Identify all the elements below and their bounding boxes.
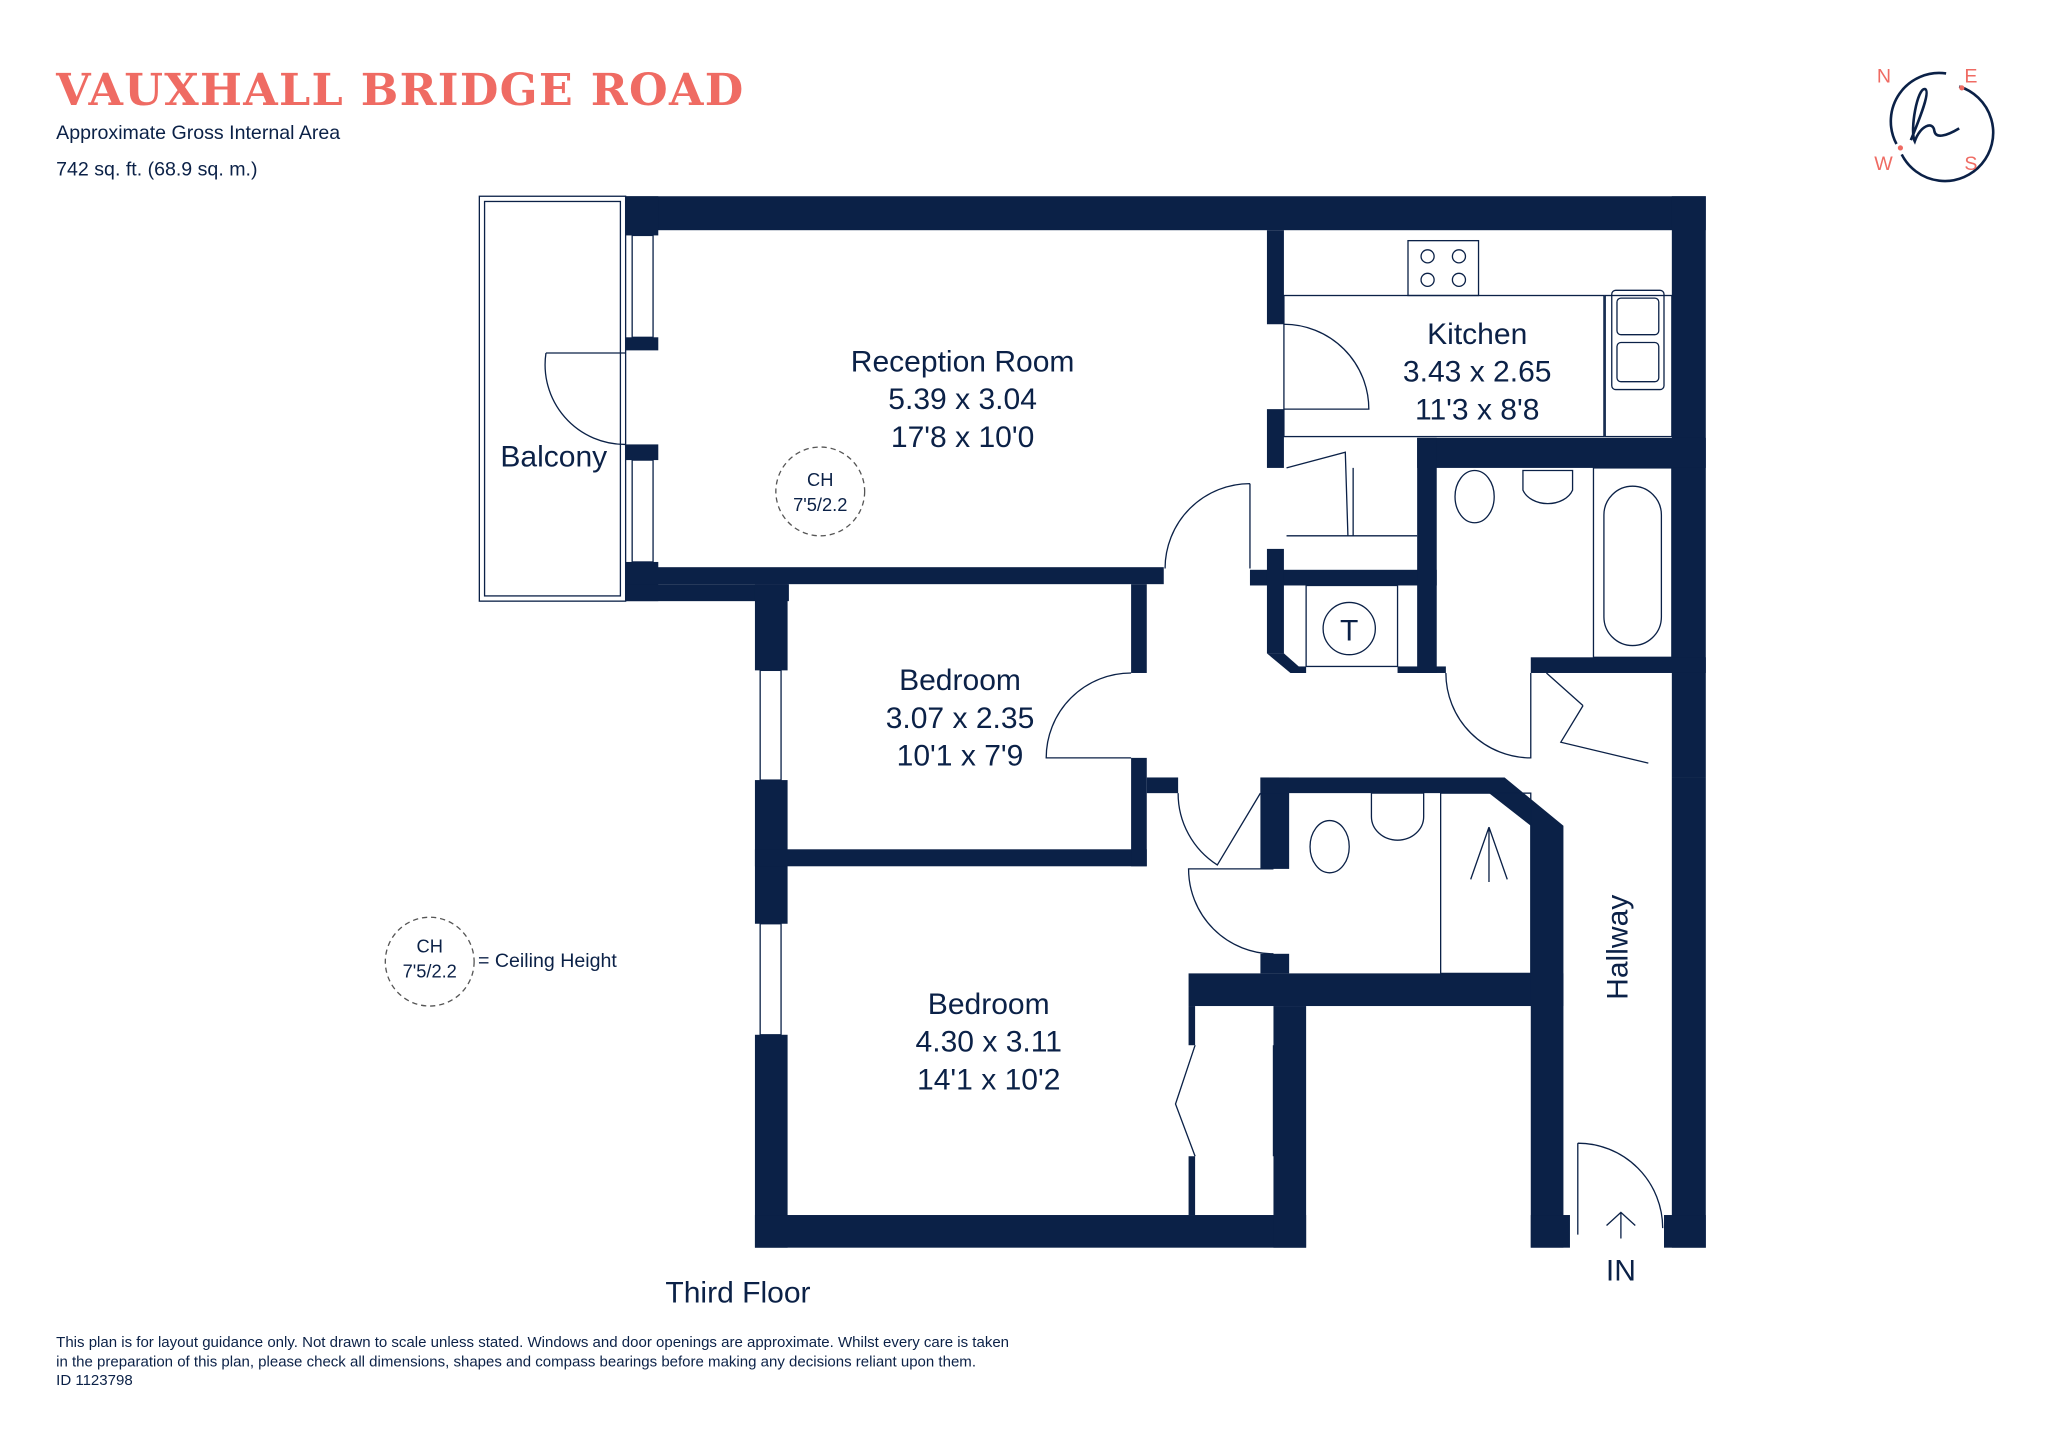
reception-imperial: 17'8 x 10'0: [891, 421, 1034, 454]
hob-icon: [1407, 239, 1480, 297]
kitchen-imperial: 11'3 x 8'8: [1415, 394, 1539, 427]
area-value: 742 sq. ft. (68.9 sq. m.): [56, 158, 257, 180]
disclaimer-line-1: This plan is for layout guidance only. N…: [56, 1334, 1009, 1351]
kitchen-label: Kitchen: [1427, 318, 1527, 351]
compass-w: W: [1874, 153, 1893, 175]
cupboard-tank-icon: [1322, 601, 1376, 656]
fixtures: [1283, 239, 1673, 1239]
compass-n: N: [1877, 66, 1891, 88]
walls: [625, 196, 1706, 1248]
basin-icon: [1522, 469, 1574, 505]
toilet-icon: [1454, 469, 1495, 524]
bedroom1-metric: 3.07 x 2.35: [886, 702, 1035, 735]
kitchen-metric: 3.43 x 2.65: [1403, 356, 1552, 389]
bedroom1-imperial: 10'1 x 7'9: [897, 740, 1024, 773]
toilet-icon-2: [1309, 819, 1350, 874]
compass-e: E: [1964, 66, 1977, 88]
ceiling-height-legend-icon: [384, 916, 475, 1007]
floor-label: Third Floor: [665, 1277, 810, 1310]
balcony-outline: [478, 195, 627, 602]
reception-metric: 5.39 x 3.04: [888, 383, 1037, 416]
balcony-label: Balcony: [500, 441, 607, 474]
windows: [631, 234, 782, 1036]
ch-value: 7'5/2.2: [793, 494, 847, 515]
compass-s: S: [1964, 153, 1977, 175]
hallway-label: Hallway: [1601, 895, 1634, 1000]
ceiling-height-marker: [775, 446, 866, 537]
property-title: VAUXHALL BRIDGE ROAD: [55, 64, 744, 116]
shower-icon: [1439, 792, 1532, 975]
reception-label: Reception Room: [851, 345, 1075, 378]
doors: [544, 323, 1664, 1235]
bedroom2-metric: 4.30 x 3.11: [916, 1026, 1062, 1059]
ceiling-legend-text: = Ceiling Height: [478, 950, 617, 972]
bedroom2-imperial: 14'1 x 10'2: [917, 1064, 1060, 1097]
compass-logo-icon: N E W S: [1874, 66, 1995, 183]
legend-ch-value: 7'5/2.2: [403, 960, 457, 981]
entrance-label: IN: [1606, 1254, 1636, 1287]
plan-id: ID 1123798: [56, 1372, 133, 1389]
legend-ch-label: CH: [417, 935, 443, 956]
bedroom2-label: Bedroom: [928, 988, 1050, 1021]
disclaimer-line-2: in the preparation of this plan, please …: [56, 1354, 976, 1371]
basin-icon-2: [1370, 792, 1425, 841]
ch-label: CH: [807, 469, 833, 490]
bath-icon: [1592, 467, 1673, 658]
area-label: Approximate Gross Internal Area: [56, 122, 340, 144]
sink-icon: [1611, 289, 1665, 391]
cupboard-label: T: [1340, 614, 1358, 647]
bedroom1-label: Bedroom: [899, 664, 1021, 697]
entrance-arrow-icon: [1606, 1211, 1636, 1239]
